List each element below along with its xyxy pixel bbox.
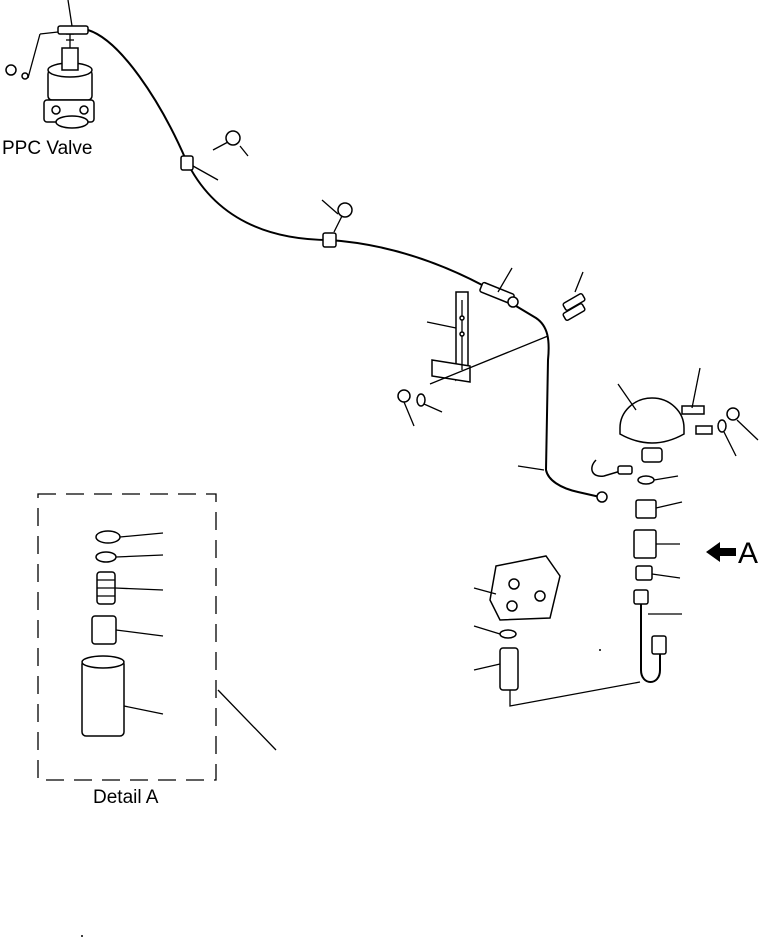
arrow-left-icon <box>706 542 736 562</box>
ppc-valve-label: PPC Valve <box>2 138 93 159</box>
nut <box>397 389 415 427</box>
accumulator <box>617 383 685 463</box>
accumulator-bracket <box>681 367 713 435</box>
detail-a-label: Detail A <box>93 787 159 808</box>
clamp-bolt <box>212 130 249 157</box>
pilot-hose <box>87 29 513 303</box>
clamp-bolt <box>321 199 353 233</box>
connection-leader <box>509 681 641 707</box>
adapter <box>635 565 681 581</box>
accumulator-hose <box>591 459 633 477</box>
detail-leader <box>217 689 277 751</box>
o-ring <box>473 625 517 639</box>
valve-seat <box>91 615 164 645</box>
check-valve <box>473 647 519 691</box>
hose-end-fitting-top <box>57 0 89 35</box>
hose-clamp <box>180 155 219 181</box>
ppc-valve-fitting <box>5 31 59 80</box>
o-ring <box>637 475 679 485</box>
steel-tube <box>515 305 601 498</box>
pilot-hose-lower <box>633 589 682 683</box>
washer <box>95 551 164 563</box>
spring <box>96 571 164 605</box>
view-a-label: A <box>738 537 759 570</box>
tube-nut <box>596 491 608 503</box>
tee-fitting <box>635 499 683 519</box>
ink-speck <box>81 935 83 937</box>
filter-case <box>81 655 164 737</box>
valve-block <box>473 555 561 621</box>
ppc-valve <box>43 30 95 129</box>
hose-end-fitting <box>479 267 519 308</box>
line-filter <box>633 529 680 559</box>
mounting-bracket <box>426 291 471 383</box>
nut <box>726 407 759 441</box>
ink-speck <box>599 649 601 651</box>
hose-clamp <box>322 232 337 248</box>
snap-ring <box>95 530 164 544</box>
washer <box>416 393 443 413</box>
detail-frame <box>37 493 217 781</box>
elbow-fitting <box>562 271 586 321</box>
washer <box>717 419 737 457</box>
